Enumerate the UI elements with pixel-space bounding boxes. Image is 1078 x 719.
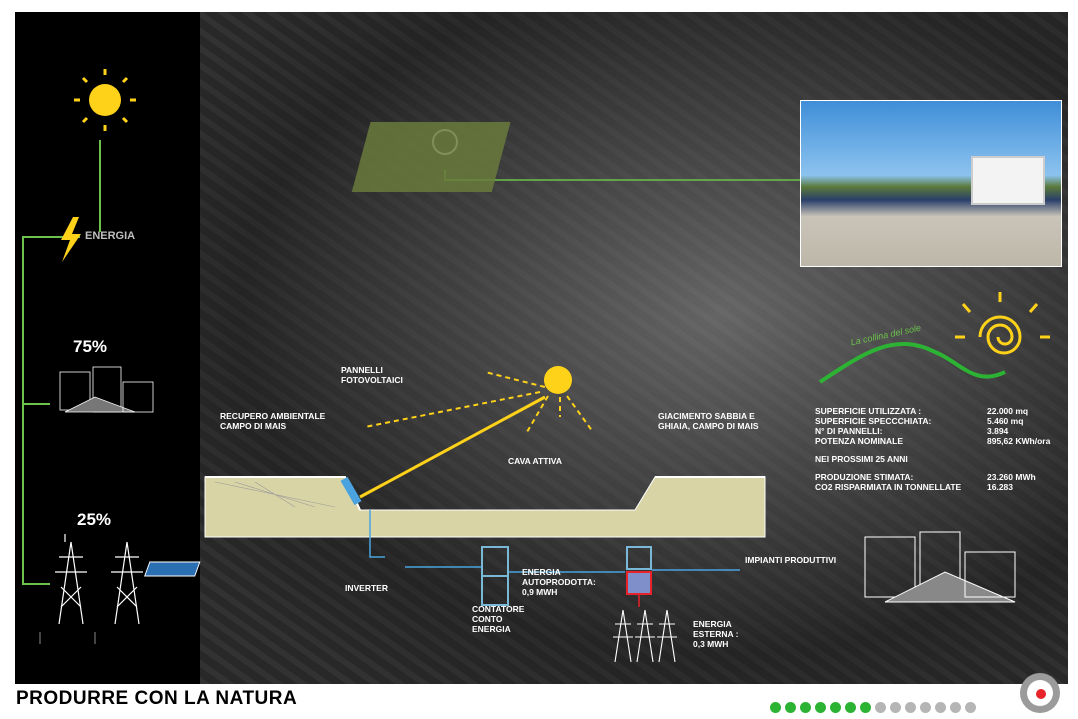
stat-row: SUPERFICIE UTILIZZATA : 22.000 mq bbox=[815, 406, 1055, 416]
label-cava: CAVA ATTIVA bbox=[508, 456, 562, 466]
stat-value: 5.460 mq bbox=[987, 416, 1024, 426]
stat-label: PRODUZIONE STIMATA: bbox=[815, 472, 914, 482]
stat-row: CO2 RISPARMIATA IN TONNELLATE 16.283 bbox=[815, 482, 1055, 492]
percentage-top: 75% bbox=[73, 337, 108, 356]
page-title: PRODURRE CON LA NATURA bbox=[16, 688, 298, 709]
stat-row: PRODUZIONE STIMATA: 23.260 MWh bbox=[815, 472, 1055, 482]
progress-dot bbox=[875, 702, 886, 713]
label-giacimento: GIACIMENTO SABBIA E GHIAIA, CAMPO DI MAI… bbox=[658, 411, 759, 431]
stat-label: SUPERFICIE UTILIZZATA : bbox=[815, 406, 922, 416]
progress-dot bbox=[935, 702, 946, 713]
progress-dot bbox=[860, 702, 871, 713]
stat-label: SUPERFICIE SPECCCHIATA: bbox=[815, 416, 932, 426]
label-inverter: INVERTER bbox=[345, 583, 388, 593]
label-recupero: RECUPERO AMBIENTALE CAMPO DI MAIS bbox=[220, 411, 326, 431]
factory-icon bbox=[59, 366, 154, 413]
stat-value: 16.283 bbox=[987, 482, 1013, 492]
diagram-layer bbox=[22, 69, 1050, 663]
stat-row: POTENZA NOMINALE 895,62 KWh/ora bbox=[815, 436, 1055, 446]
progress-dot bbox=[785, 702, 796, 713]
progress-dot bbox=[890, 702, 901, 713]
pylon-icon bbox=[55, 534, 143, 625]
progress-dot bbox=[815, 702, 826, 713]
spiral-sun-icon bbox=[955, 292, 1050, 355]
solar-field-photo bbox=[800, 100, 1062, 267]
progress-dot bbox=[965, 702, 976, 713]
stat-label: POTENZA NOMINALE bbox=[815, 436, 903, 446]
label-impianti: IMPIANTI PRODUTTIVI bbox=[745, 555, 837, 565]
inverter-icon bbox=[144, 561, 201, 577]
stat-label: CO2 RISPARMIATA IN TONNELLATE bbox=[815, 482, 962, 492]
label-pannelli: PANNELLI FOTOVOLTAICI bbox=[341, 365, 403, 385]
stat-row: SUPERFICIE SPECCCHIATA: 5.460 mq bbox=[815, 416, 1055, 426]
progress-dot bbox=[770, 702, 781, 713]
stat-row: N° DI PANNELLI: 3.894 bbox=[815, 426, 1055, 436]
logo-icon bbox=[1020, 673, 1060, 713]
stat-label: N° DI PANNELLI: bbox=[815, 426, 883, 436]
progress-dot bbox=[830, 702, 841, 713]
lightning-icon bbox=[61, 217, 81, 262]
ground-section bbox=[204, 476, 766, 538]
stat-value: 22.000 mq bbox=[987, 406, 1029, 416]
stat-value: 3.894 bbox=[987, 426, 1009, 436]
stat-value: 895,62 KWh/ora bbox=[987, 436, 1051, 446]
progress-dot bbox=[920, 702, 931, 713]
progress-dot bbox=[845, 702, 856, 713]
sun-icon bbox=[74, 69, 136, 131]
label-contatore: CONTATORE CONTO ENERGIA bbox=[472, 604, 525, 634]
label-esterna: ENERGIA ESTERNA : 0,3 MWh bbox=[693, 619, 739, 649]
label-autoprodotta: ENERGIA AUTOPRODOTTA: 0,9 MWh bbox=[522, 567, 596, 597]
progress-dot bbox=[800, 702, 811, 713]
energy-label: ENERGIA bbox=[85, 230, 136, 242]
stat-value: 23.260 MWh bbox=[987, 472, 1036, 482]
progress-dot bbox=[905, 702, 916, 713]
infographic-board: ENERGIA 75% 25% PANNELLI FOTOVOLTAICI RE… bbox=[15, 12, 1068, 684]
progress-dot bbox=[950, 702, 961, 713]
stats-heading: NEI PROSSIMI 25 ANNI bbox=[815, 454, 908, 464]
percentage-bottom: 25% bbox=[77, 510, 112, 529]
